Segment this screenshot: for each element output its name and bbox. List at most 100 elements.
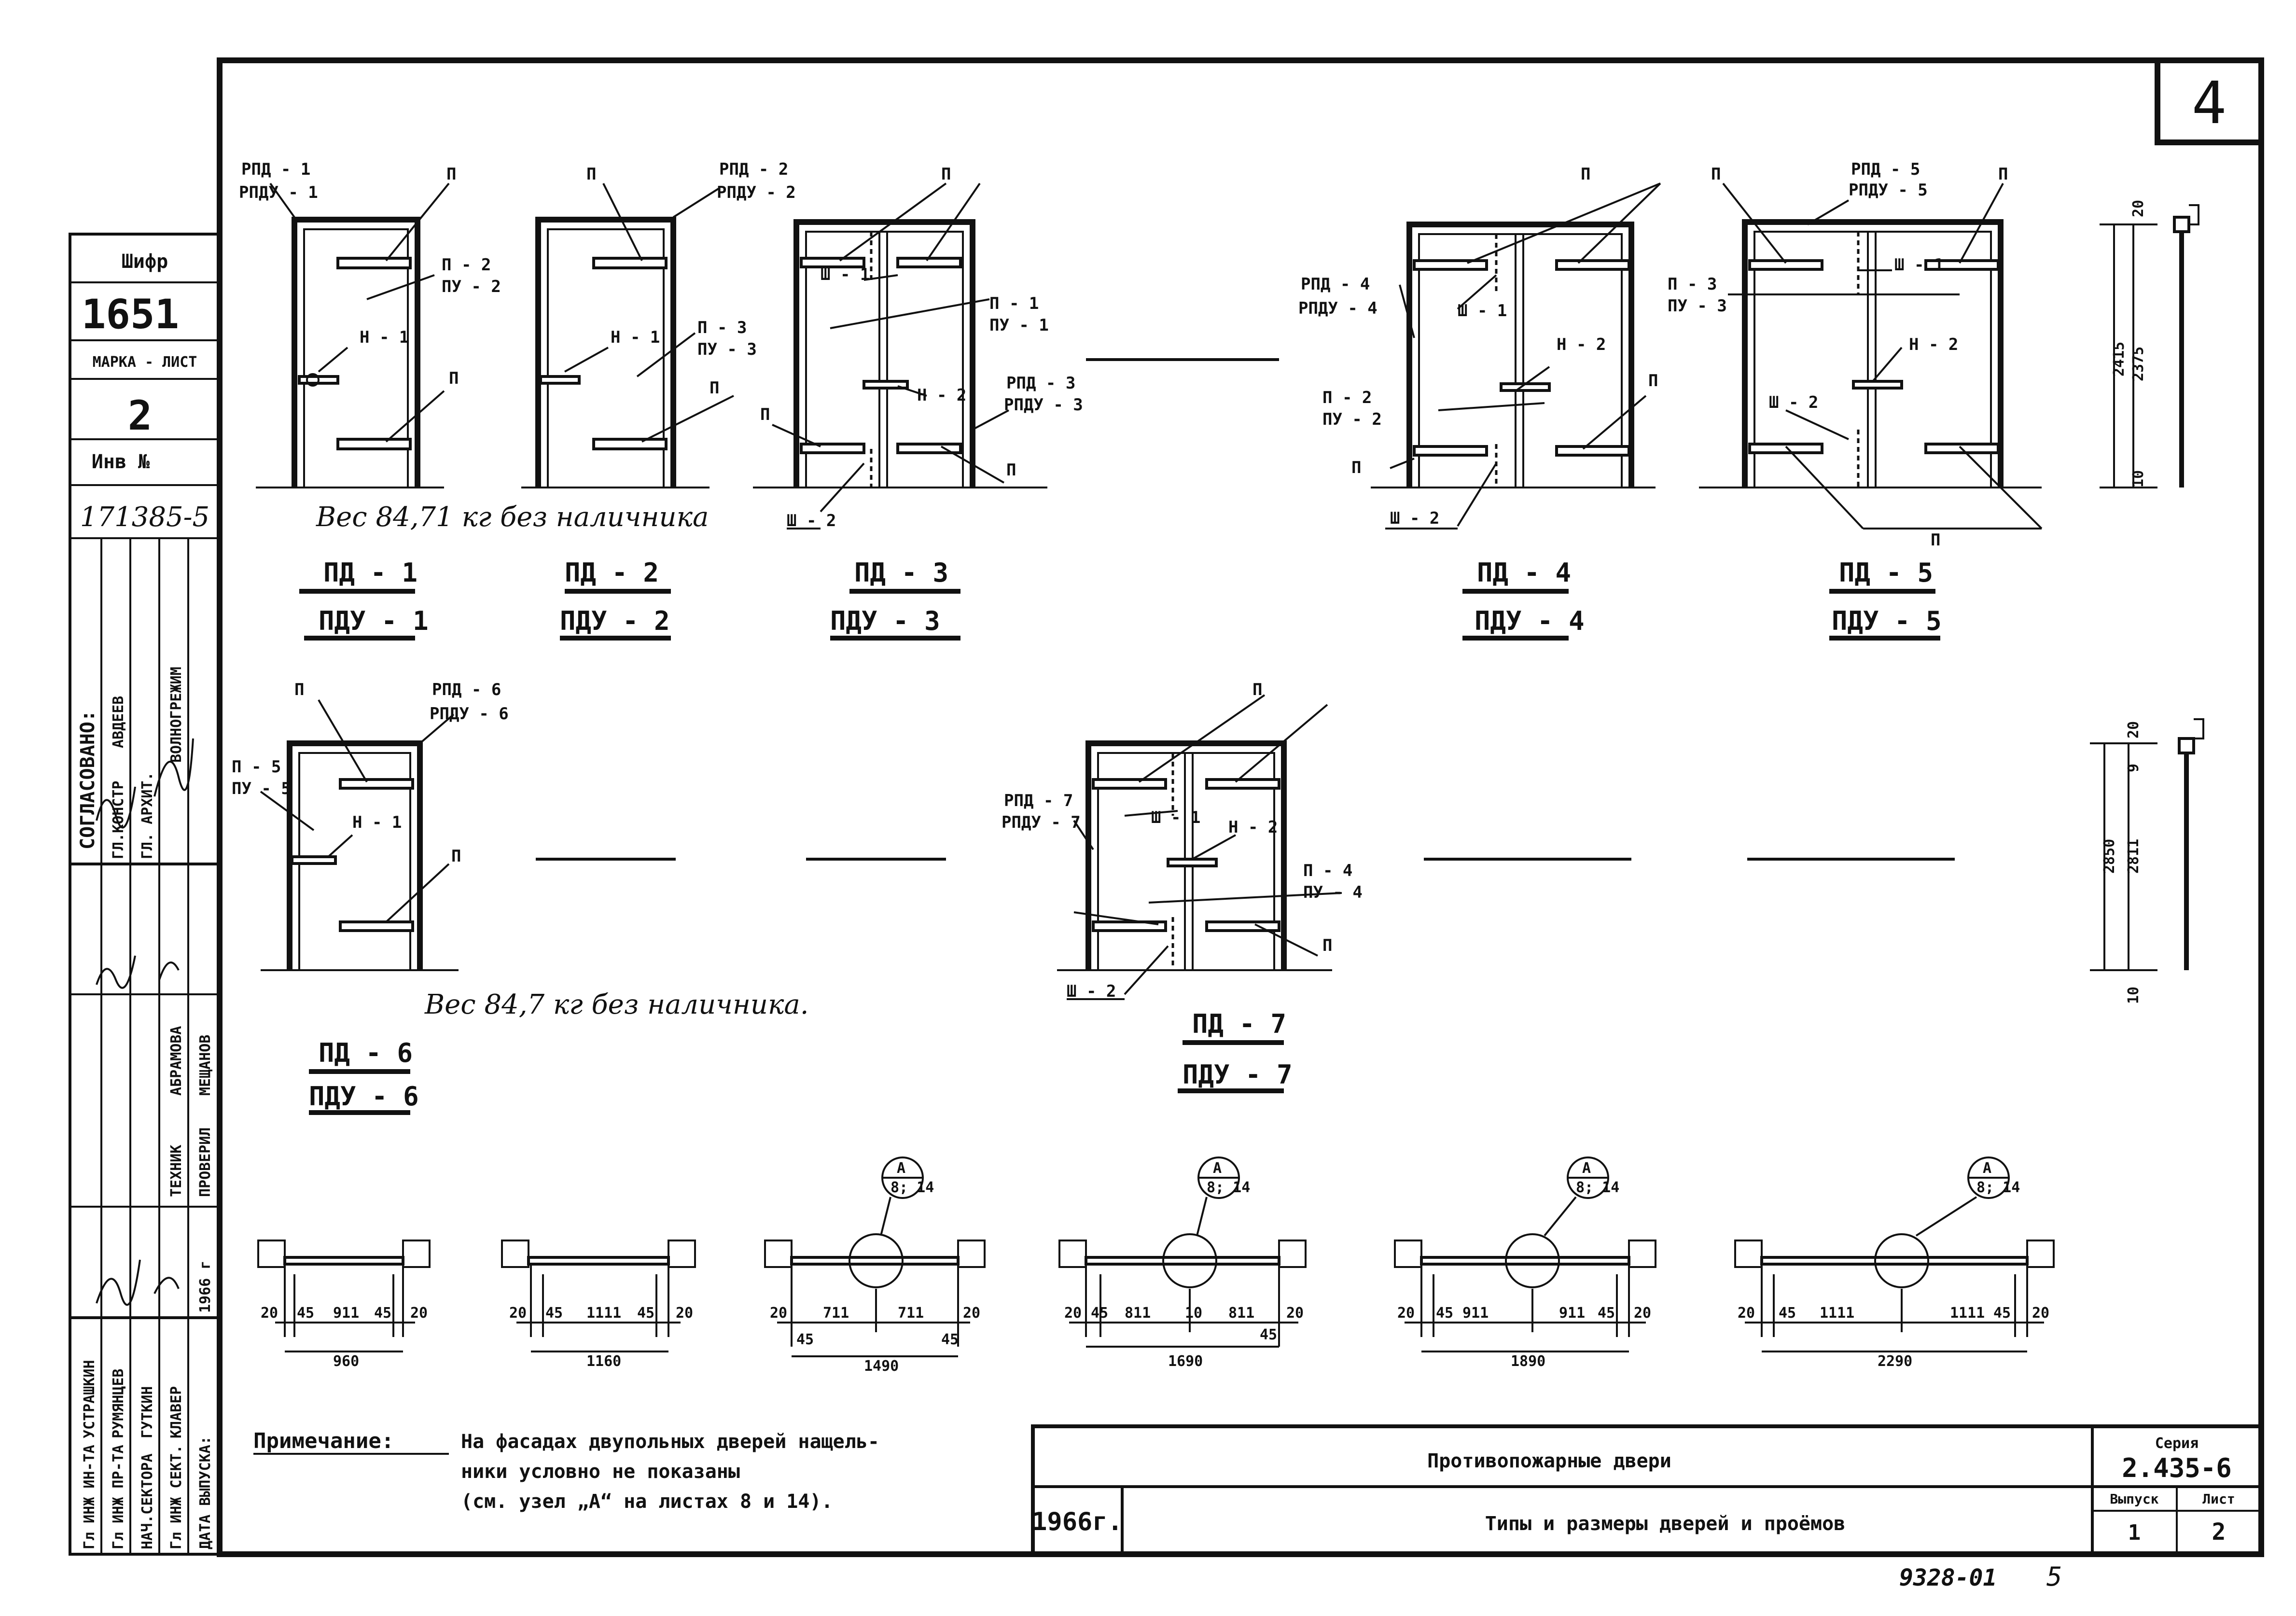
- pd6-panel2-label: ПУ - 5: [232, 779, 291, 798]
- staff-role-4: Гл ИНЖ СЕКТ.: [168, 1445, 185, 1549]
- plan5-seg-2: 911: [1462, 1305, 1489, 1322]
- plan3-bottom-1: 45: [941, 1331, 959, 1348]
- pd4-hinge-label: П: [1581, 165, 1590, 184]
- pd4-code: ПД - 4: [1477, 557, 1571, 588]
- pd2-top-label2: РПДУ - 2: [717, 183, 796, 202]
- pd7-bolt-bottom-label: Ш - 2: [1067, 982, 1116, 1001]
- plan2-seg-3: 45: [637, 1305, 654, 1322]
- agreed-label: СОГЛАСОВАНО:: [77, 710, 99, 850]
- plan1-seg-0: 20: [261, 1305, 278, 1322]
- staff-name2-1: АБРАМОВА: [168, 1026, 185, 1096]
- plan2-seg-1: 45: [545, 1305, 563, 1322]
- pd3-panel-label: П - 1: [989, 294, 1039, 313]
- note-line-1: На фасадах двупольных дверей нащель-: [461, 1431, 879, 1453]
- pd4-top-label2: РПДУ - 4: [1298, 299, 1378, 318]
- plan6-seg-0: 20: [1738, 1305, 1755, 1322]
- plan4-seg-3: 10: [1185, 1305, 1202, 1322]
- plan4-seg-4: 811: [1228, 1305, 1254, 1322]
- plan-section-3: А 8; 14 20 711 711 20 45 45 1490: [764, 1156, 986, 1375]
- pd3-code: ПД - 3: [854, 557, 948, 588]
- pd3-top-label2: РПДУ - 3: [1004, 395, 1083, 415]
- pd5-top-label: РПД - 5: [1851, 160, 1920, 179]
- pd6-code: ПД - 6: [319, 1038, 413, 1068]
- plan-section-5: А 8; 14 20 45 911 911 45 20 1890: [1394, 1156, 1656, 1370]
- pd1-handle-label: Н - 1: [360, 328, 409, 347]
- pd5-bolt-top-label: Ш - 1: [1894, 255, 1944, 275]
- plan2-total: 1160: [586, 1353, 621, 1370]
- sheet-value: 2: [2212, 1518, 2226, 1546]
- issue-label: Выпуск: [2110, 1491, 2158, 1507]
- sheet-number-box: 4: [2155, 57, 2264, 145]
- plan-section-4: А 8; 14 20 45 811 10 811 20 45 1690: [1058, 1156, 1307, 1370]
- pd5-hinge-left-label: П: [1711, 165, 1721, 184]
- plan2-seg-4: 20: [676, 1305, 693, 1322]
- plan3-seg-2: 711: [898, 1305, 924, 1322]
- name-avdeev: АВДЕЕВ: [110, 696, 127, 748]
- pd4-top-label: РПД - 4: [1301, 275, 1370, 294]
- pd7-panel-label: П - 4: [1303, 861, 1352, 880]
- role-chief-constructor: ГЛ.КОНСТР: [110, 780, 127, 859]
- pd1-top-label2: РПДУ - 1: [239, 183, 318, 202]
- note-line-3: (см. узел „А“ на листах 8 и 14).: [461, 1491, 833, 1513]
- staff-name-5: 1966 г: [197, 1261, 214, 1313]
- plan6-seg-1: 45: [1779, 1305, 1796, 1322]
- door-elevation-pd6: П РПД - 6 РПДУ - 6 П - 5 ПУ - 5 Н - 1 П …: [232, 680, 509, 1115]
- sheet-number: 4: [2192, 70, 2226, 137]
- plan3-seg-3: 20: [963, 1305, 980, 1322]
- pd1-hinge-bottom-label: П: [449, 369, 459, 388]
- pd2-code: ПД - 2: [565, 557, 659, 588]
- note-label: Примечание:: [253, 1429, 394, 1453]
- weight-note-2: Вес 84,7 кг без наличника.: [424, 989, 809, 1020]
- plan3-node: А: [897, 1160, 905, 1177]
- door-elevation-pd1: РПД - 1 РПДУ - 1 П П - 2 ПУ - 2 Н - 1 П …: [239, 160, 501, 641]
- pd2-panel2-label: ПУ - 3: [697, 340, 757, 359]
- staff-role-1: Гл ИНЖ ИН-ТА: [81, 1445, 98, 1549]
- pd3-bolt-top-label: Ш - 1: [821, 265, 870, 284]
- plan3-seg-0: 20: [770, 1305, 787, 1322]
- plan6-node-ref: 8; 14: [1976, 1179, 2020, 1196]
- plan4-seg-0: 20: [1064, 1305, 1082, 1322]
- footer-page: 5: [2046, 1561, 2062, 1592]
- plan4-seg-5: 20: [1286, 1305, 1304, 1322]
- title-block: Противопожарные двери Типы и размеры две…: [1031, 1424, 2263, 1556]
- staff-name2-2: МЕЩАНОВ: [197, 1035, 214, 1096]
- plan5-seg-5: 20: [1634, 1305, 1651, 1322]
- pd5-panel-label: П - 3: [1668, 275, 1717, 294]
- pd7-top-label2: РПДУ - 7: [1002, 813, 1081, 832]
- plan5-node-ref: 8; 14: [1576, 1179, 1619, 1196]
- plan4-seg-2: 811: [1125, 1305, 1151, 1322]
- pd3-hinge-label: П: [941, 165, 951, 184]
- pd6-handle-label: Н - 1: [352, 813, 402, 832]
- pd5-hinge-bottom-label: П: [1931, 530, 1940, 550]
- cipher-label: Шифр: [122, 251, 168, 273]
- pdu1-code: ПДУ - 1: [319, 606, 429, 636]
- note: Примечание: На фасадах двупольных дверей…: [253, 1429, 879, 1513]
- staff-role2-2: ПРОВЕРИЛ: [197, 1128, 214, 1198]
- pd5-hinge-right-label: П: [1998, 165, 2008, 184]
- pd5-bolt-bottom-label: Ш - 2: [1769, 393, 1818, 412]
- plan3-total: 1490: [864, 1358, 899, 1375]
- cipher-value: 1651: [82, 291, 179, 338]
- pdu7-code: ПДУ - 7: [1183, 1059, 1293, 1090]
- plan6-seg-3: 1111: [1950, 1305, 1985, 1322]
- plan6-seg-4: 45: [1993, 1305, 2011, 1322]
- pd2-handle-label: Н - 1: [611, 328, 660, 347]
- plan6-seg-2: 1111: [1820, 1305, 1854, 1322]
- pdu5-code: ПДУ - 5: [1832, 606, 1942, 636]
- plan4-seg-1: 45: [1091, 1305, 1108, 1322]
- plan1-seg-2: 911: [333, 1305, 359, 1322]
- staff-role-3: НАЧ.СЕКТОРА: [139, 1453, 156, 1549]
- profile2-total: 2850: [2101, 839, 2118, 874]
- plan3-node-ref: 8; 14: [891, 1179, 934, 1196]
- pd3-hinge-left-label: П: [760, 405, 770, 424]
- plan2-seg-2: 1111: [586, 1305, 621, 1322]
- plan3-bottom-0: 45: [796, 1331, 814, 1348]
- pd2-top-label: РПД - 2: [719, 160, 788, 179]
- plan5-total: 1890: [1511, 1353, 1545, 1370]
- signature-scribble: [96, 738, 194, 829]
- pd7-handle-label: Н - 2: [1228, 818, 1278, 837]
- plan-section-1: 20 45 911 45 20 960: [257, 1240, 431, 1370]
- pd5-panel2-label: ПУ - 3: [1668, 296, 1727, 316]
- pd5-code: ПД - 5: [1839, 557, 1933, 588]
